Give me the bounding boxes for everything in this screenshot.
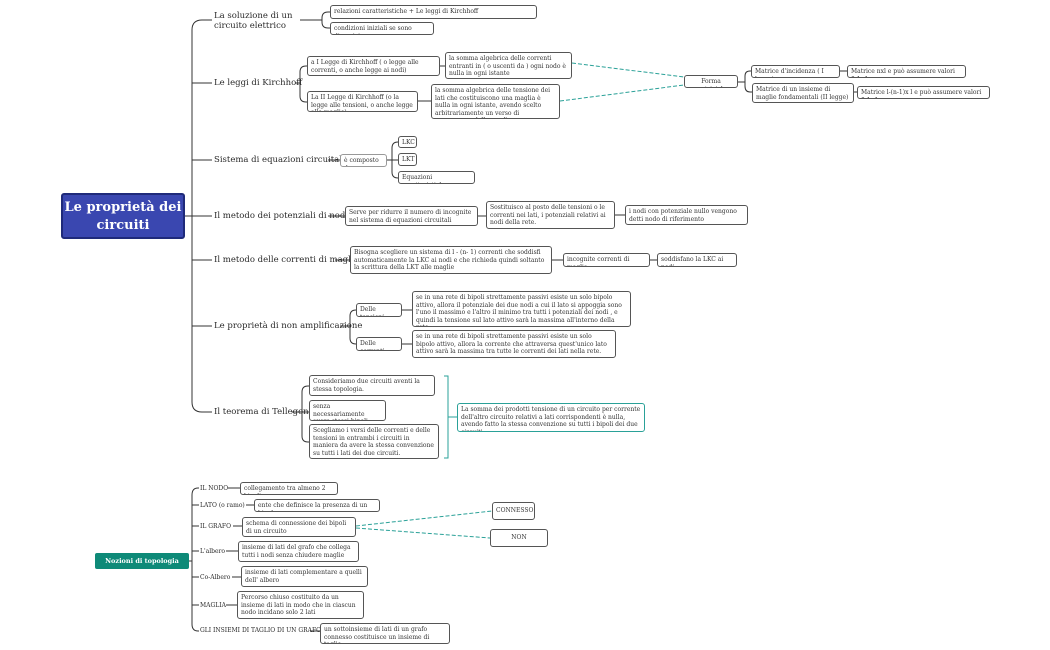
topo-desc-nodo[interactable]: collegamento tra almeno 2 bipoli	[240, 482, 338, 495]
node-matrice-incidenza[interactable]: Matrice d'incidenza ( I legge)	[751, 65, 840, 78]
node-delle-correnti[interactable]: Delle correnti	[356, 337, 402, 351]
node-correnti-2[interactable]: incognite correnti di maglia	[563, 253, 650, 267]
node-forma-matriciale[interactable]: Forma matriciale	[684, 75, 738, 88]
topo-label-coalbero[interactable]: Co-Albero	[200, 574, 231, 581]
branch-nonamplificazione[interactable]: Le proprietà di non amplificazione	[214, 321, 363, 331]
node-lkc[interactable]: LKC	[398, 136, 417, 148]
node-composto[interactable]: è composto da:	[340, 154, 387, 167]
node-correnti-3[interactable]: soddisfano la LKC ai nodi	[657, 253, 737, 267]
root-topic[interactable]: Le proprietà dei circuiti	[61, 193, 185, 239]
branch-soluzione[interactable]: La soluzione di un circuito elettrico	[214, 11, 293, 31]
node-matrice-maglie[interactable]: Matrice di un insieme di maglie fondamen…	[752, 83, 854, 103]
topo-label-albero[interactable]: L'albero	[200, 548, 226, 555]
topo-desc-albero[interactable]: insieme di lati del grafo che collega tu…	[238, 541, 359, 562]
node-matrice-incidenza-desc[interactable]: Matrice nxl e può assumere valori 0,1,-1	[847, 65, 966, 78]
node-delle-tensioni[interactable]: Delle tensioni	[356, 303, 402, 317]
node-tellegen-summary[interactable]: La somma dei prodotti tensione di un cir…	[457, 403, 645, 432]
topo-label-taglio[interactable]: GLI INSIEMI DI TAGLIO DI UN GRAFO	[200, 627, 322, 634]
branch-kirchhoff[interactable]: Le leggi di Kirchhoff	[214, 78, 303, 88]
node-matrice-maglie-desc[interactable]: Matrice l-(n-1)x l e può assumere valori…	[857, 86, 990, 99]
node-legge-2[interactable]: La II Legge di Kirchhoff (o la legge all…	[307, 91, 418, 112]
node-equazioni[interactable]: Equazioni caratteristiche	[398, 171, 475, 184]
node-potenziali-3[interactable]: i nodi con potenziale nullo vengono dett…	[625, 205, 748, 225]
topo-label-nodo[interactable]: IL NODO	[200, 485, 229, 492]
branch-sistema[interactable]: Sistema di equazioni circuitali	[214, 155, 345, 165]
topo-desc-maglia[interactable]: Percorso chiuso costituito da un insieme…	[237, 591, 364, 619]
node-tellegen-1[interactable]: Consideriamo due circuiti aventi la stes…	[309, 375, 435, 396]
node-potenziali-1[interactable]: Serve per ridurre il numero di incognite…	[345, 206, 478, 226]
node-legge-1-desc[interactable]: la somma algebrica delle correnti entran…	[445, 52, 572, 79]
topo-desc-coalbero[interactable]: insieme di lati complementare a quelli d…	[241, 566, 368, 587]
topo-label-grafo[interactable]: IL GRAFO	[200, 523, 231, 530]
node-potenziali-2[interactable]: Sostituisco al posto delle tensioni o le…	[486, 201, 615, 229]
topology-topic[interactable]: Nozioni di topologia circuitale	[95, 553, 189, 581]
branch-potenziali[interactable]: Il metodo dei potenziali di nodo	[214, 211, 351, 221]
topo-desc-lato[interactable]: ente che definisce la presenza di un bip…	[254, 499, 380, 512]
node-condizioni[interactable]: condizioni iniziali se sono dinamici	[330, 22, 434, 35]
topo-desc-grafo[interactable]: schema di connessione dei bipoli di un c…	[242, 517, 356, 537]
node-relazioni[interactable]: relazioni caratteristiche + Le leggi di …	[330, 5, 537, 19]
branch-correnti[interactable]: Il metodo delle correnti di maglia	[214, 255, 359, 265]
topo-label-maglia[interactable]: MAGLIA	[200, 602, 226, 609]
topo-desc-taglio[interactable]: un sottoinsieme di lati di un grafo conn…	[320, 623, 450, 644]
branch-tellegen[interactable]: Il teorema di Tellegen	[214, 407, 309, 417]
node-legge-2-desc[interactable]: la somma algebrica delle tensione dei la…	[431, 84, 560, 119]
node-lkt[interactable]: LKT	[398, 153, 417, 166]
node-tellegen-2[interactable]: senza necessariamente avere stessi bipol…	[309, 400, 386, 421]
node-correnti-1[interactable]: Bisogna scegliere un sistema di l - (n- …	[350, 246, 552, 274]
topo-label-lato[interactable]: LATO (o ramo)	[200, 502, 245, 509]
node-correnti-desc[interactable]: se in una rete di bipoli strettamente pa…	[412, 330, 616, 358]
node-legge-1[interactable]: a I Legge di Kirchhoff ( o legge alle co…	[307, 56, 440, 76]
node-non-connesso[interactable]: NON CONNESSO	[490, 529, 548, 547]
node-tensioni-desc[interactable]: se in una rete di bipoli strettamente pa…	[412, 291, 631, 327]
node-connesso[interactable]: CONNESSO	[492, 502, 535, 520]
node-tellegen-3[interactable]: Scegliamo i versi delle correnti e delle…	[309, 424, 439, 459]
